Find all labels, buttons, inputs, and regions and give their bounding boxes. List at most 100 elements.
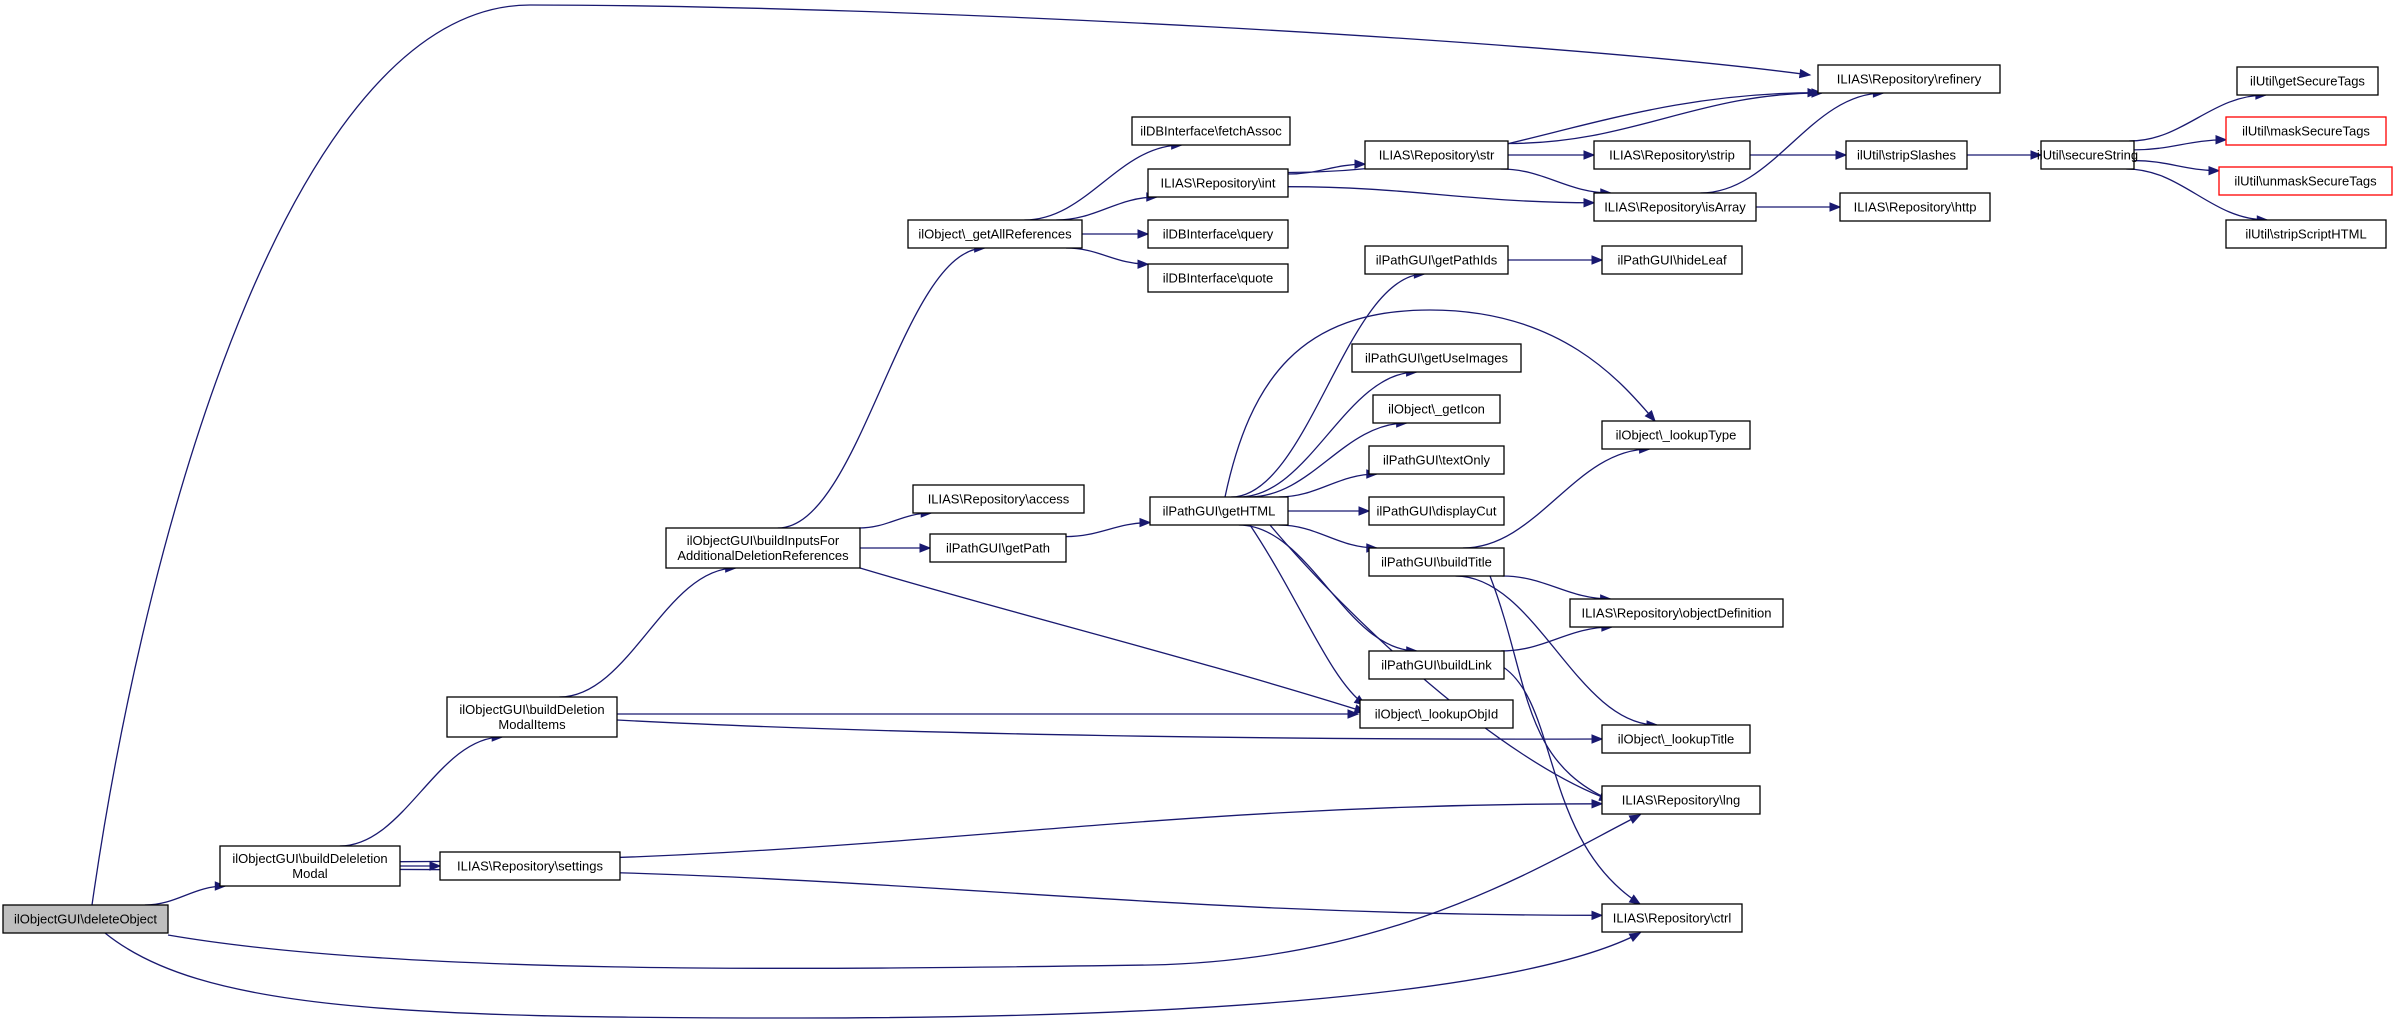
node-box [446,696,618,738]
node-ilobject-lookuptitle[interactable]: ilObject\_lookupTitle [1601,724,1751,754]
edge-n13-n16 [1507,88,1824,145]
node-ilpathgui-getuseimages[interactable]: ilPathGUI\getUseImages [1351,343,1522,373]
edge-n12-n33 [1224,309,1656,498]
node-box [907,219,1083,249]
edge-n31-n37 [1499,664,1642,905]
node-label: ilObject\_getIcon [1388,402,1485,417]
node-box [1601,245,1743,275]
node-box [1359,699,1514,729]
node-label: ILIAS\Repository\lng [1622,793,1741,808]
node-ilpathgui-gethtml[interactable]: ilPathGUI\getHTML [1149,496,1289,526]
node-label: ilPathGUI\displayCut [1377,504,1497,519]
node-label: ilUtil\stripSlashes [1857,148,1956,163]
node-label: ilObject\_getAllReferences [918,227,1072,242]
node-ilias-repository-ctrl[interactable]: ILIAS\Repository\ctrl [1601,903,1743,933]
node-label: ILIAS\Repository\str [1379,148,1495,163]
node-ilpathgui-hideleaf[interactable]: ilPathGUI\hideLeaf [1601,245,1743,275]
node-box [439,851,621,881]
edge-n12-n31 [1238,524,1419,656]
node-box [2236,66,2379,96]
node-label: ilPathGUI\textOnly [1383,453,1490,468]
node-ilias-repository-access[interactable]: ILIAS\Repository\access [912,484,1085,514]
node-box [1147,219,1289,249]
node-ilobject-getallreferences[interactable]: ilObject\_getAllReferences [907,219,1083,249]
node-label: ilObject\_lookupObjId [1375,707,1499,722]
node-ilpathgui-buildtitle[interactable]: ilPathGUI\buildTitle [1368,547,1505,577]
node-box [1364,140,1509,170]
node-label: ilObjectGUI\buildDeletion [459,702,604,717]
node-ilutil-stripscripthtml[interactable]: ilUtil\stripScriptHTML [2225,219,2387,249]
node-ilutil-stripslashes[interactable]: ilUtil\stripSlashes [1845,140,1968,170]
node-ilutil-securestring[interactable]: ilUtil\secureString [2037,140,2138,170]
node-box [1569,598,1784,628]
edge-n19-n22 [2133,159,2221,176]
edge-n0-n16 [91,4,1812,906]
edge-n12-n29 [1288,506,1371,516]
node-label: ILIAS\Repository\settings [457,859,603,874]
edge-n5-n8 [1082,229,1150,239]
node-ilias-repository-http[interactable]: ILIAS\Repository\http [1839,192,1991,222]
node-box [2225,116,2387,146]
node-box [1368,496,1505,526]
node-box [1601,903,1743,933]
node-ilobjectgui-buildinputsfor-additionaldeletionreferences[interactable]: ilObjectGUI\buildInputsForAdditionalDele… [665,527,861,569]
node-ilpathgui-buildlink[interactable]: ilPathGUI\buildLink [1368,650,1505,680]
node-ilobject-lookupobjid[interactable]: ilObject\_lookupObjId [1359,699,1514,729]
node-box [929,533,1067,563]
edge-n7-n15 [1287,186,1596,208]
node-ildbinterface-fetchassoc[interactable]: ilDBInterface\fetchAssoc [1131,116,1291,146]
node-ilpathgui-getpathids[interactable]: ilPathGUI\getPathIds [1364,245,1509,275]
node-ilias-repository-int[interactable]: ILIAS\Repository\int [1147,168,1289,198]
node-ildbinterface-quote[interactable]: ilDBInterface\quote [1147,263,1289,293]
node-box [1147,263,1289,293]
node-ilias-repository-objectdefinition[interactable]: ILIAS\Repository\objectDefinition [1569,598,1784,628]
node-box [2218,166,2393,196]
edge-n17-n19 [1967,150,2043,160]
node-ilpathgui-textonly[interactable]: ilPathGUI\textOnly [1368,445,1505,475]
edge-n19-n21 [2133,135,2228,151]
node-ilpathgui-getpath[interactable]: ilPathGUI\getPath [929,533,1067,563]
node-ilias-repository-str[interactable]: ILIAS\Repository\str [1364,140,1509,170]
node-ildbinterface-query[interactable]: ilDBInterface\query [1147,219,1289,249]
node-ilias-repository-isarray[interactable]: ILIAS\Repository\isArray [1593,192,1757,222]
node-box [1593,192,1757,222]
node-box [219,845,401,887]
node-label: ILIAS\Repository\isArray [1604,200,1746,215]
node-label: ilUtil\unmaskSecureTags [2234,174,2377,189]
node-ilias-repository-lng[interactable]: ILIAS\Repository\lng [1601,785,1761,815]
node-ilutil-unmasksecuretags[interactable]: ilUtil\unmaskSecureTags [2218,166,2393,196]
node-ilobject-geticon[interactable]: ilObject\_getIcon [1372,394,1501,424]
node-ilobject-lookuptype[interactable]: ilObject\_lookupType [1601,420,1751,450]
edge-n5-n9 [1065,247,1150,269]
node-box [2040,140,2135,170]
node-label: ilDBInterface\query [1163,227,1274,242]
edge-n0-n1 [144,881,227,906]
node-label: ilPathGUI\getPath [946,541,1050,556]
node-label: ilPathGUI\getUseImages [1365,351,1509,366]
edge-n12-n32 [1249,524,1367,706]
node-label: Modal [292,866,328,881]
node-ilutil-getsecuretags[interactable]: ilUtil\getSecureTags [2236,66,2379,96]
node-ilias-repository-strip[interactable]: ILIAS\Repository\strip [1593,140,1751,170]
node-label: ILIAS\Repository\access [928,492,1070,507]
node-box [1368,650,1505,680]
node-label: ilPathGUI\getHTML [1163,504,1276,519]
node-ilobjectgui-deleteobject[interactable]: ilObjectGUI\deleteObject [2,904,169,934]
node-label: ILIAS\Repository\refinery [1837,72,1982,87]
node-ilias-repository-refinery[interactable]: ILIAS\Repository\refinery [1817,64,2001,94]
node-box [1845,140,1968,170]
node-label: ModalItems [498,717,566,732]
edge-n1-n3 [339,732,504,847]
node-box [1131,116,1291,146]
node-box [1368,445,1505,475]
node-label: ilUtil\stripScriptHTML [2245,227,2366,242]
node-ilpathgui-displaycut[interactable]: ilPathGUI\displayCut [1368,496,1505,526]
node-box [1839,192,1991,222]
node-ilias-repository-settings[interactable]: ILIAS\Repository\settings [439,851,621,881]
edge-n3-n4 [559,563,738,698]
node-ilutil-masksecuretags[interactable]: ilUtil\maskSecureTags [2225,116,2387,146]
node-label: ilObjectGUI\deleteObject [14,912,157,927]
